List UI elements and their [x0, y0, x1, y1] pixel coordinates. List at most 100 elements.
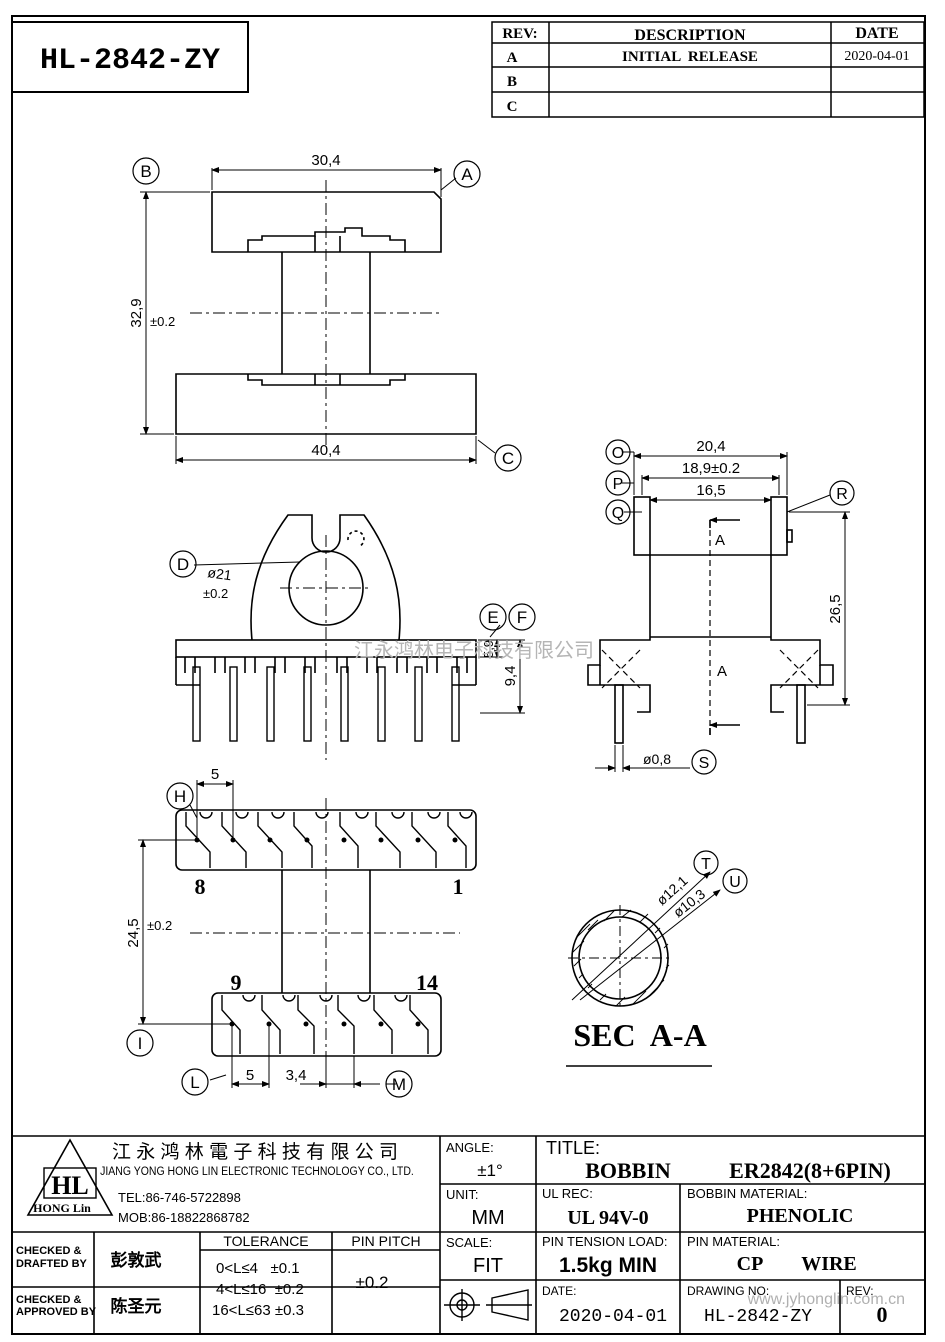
section-mark-a-top: A [715, 532, 725, 549]
rev-header: REV: [502, 26, 537, 42]
callout-e: E [479, 603, 507, 631]
bottom-dim-3-4: 3,4 [286, 1067, 307, 1084]
svg-text:M: M [392, 1075, 406, 1094]
section-a-a [566, 871, 721, 1067]
callout-r: R [829, 480, 855, 506]
approved-by: 陈圣元 [111, 1296, 162, 1316]
pin-number-1: 1 [453, 874, 464, 899]
bottom-view-slots-top [185, 811, 473, 868]
unit-value: MM [471, 1207, 504, 1229]
svg-text:F: F [517, 608, 527, 627]
ul-rec-value: UL 94V-0 [567, 1207, 648, 1229]
callout-q: Q [605, 499, 631, 525]
checked-drafted-label-1: CHECKED & [16, 1245, 81, 1257]
svg-text:C: C [502, 449, 514, 468]
svg-text:O: O [612, 445, 624, 462]
date-value: 2020-04-01 [559, 1307, 667, 1327]
svg-text:HONG Lin: HONG Lin [33, 1201, 91, 1215]
svg-text:B: B [140, 162, 151, 181]
company-logo: HL HONG Lin [26, 1138, 114, 1216]
top-width-dim: 30,4 [311, 152, 340, 169]
bobbin-material-label: BOBBIN MATERIAL: [687, 1186, 807, 1201]
callout-p: P [605, 470, 631, 496]
rev-row-c: C [507, 99, 518, 115]
company-mob: MOB:86-18822868782 [118, 1210, 250, 1225]
company-tel: TEL:86-746-5722898 [118, 1190, 241, 1205]
watermark: 江永鸿林电子科技有限公司 [354, 639, 594, 662]
top-height-tol: ±0.2 [150, 314, 175, 329]
rev-row-a-date: 2020-04-01 [844, 49, 909, 64]
bottom-pitch-top: 5 [211, 766, 219, 783]
angle-label: ANGLE: [446, 1140, 494, 1155]
side-view-hidden [601, 520, 819, 735]
side-pin-dia: ø0,8 [643, 751, 671, 767]
callout-b: B [132, 157, 160, 185]
front-view-centerlines [280, 535, 372, 760]
svg-text:HL: HL [51, 1171, 89, 1200]
scale-value: FIT [473, 1255, 503, 1277]
pin-pitch-label: PIN PITCH [351, 1233, 420, 1249]
callout-m: M [385, 1070, 413, 1098]
svg-text:P: P [613, 476, 624, 493]
side-view-dimensions [595, 451, 850, 772]
drafted-by: 彭敦武 [111, 1250, 162, 1270]
rev-row-b: B [507, 74, 517, 90]
callout-s: S [691, 749, 717, 775]
callout-i: I [126, 1029, 154, 1057]
callout-c: C [494, 444, 522, 472]
callout-u: U [722, 868, 748, 894]
tolerance-label: TOLERANCE [223, 1233, 308, 1249]
rev-row-a-description: INITIAL RELEASE [622, 49, 758, 65]
pin-material-value-2: WIRE [801, 1253, 857, 1275]
svg-text:U: U [729, 874, 741, 891]
top-width-bottom-dim: 40,4 [311, 442, 340, 459]
section-title: SEC A-A [573, 1017, 706, 1053]
pin-number-8: 8 [195, 874, 206, 899]
date-label: DATE: [542, 1284, 576, 1298]
top-view-dimensions [140, 167, 496, 464]
svg-text:R: R [836, 486, 848, 503]
pin-tension-label: PIN TENSION LOAD: [542, 1234, 667, 1249]
svg-text:E: E [487, 608, 498, 627]
top-height-dim: 32,9 [128, 298, 145, 327]
front-dim-9-4: 9,4 [502, 666, 519, 687]
pin-number-9: 9 [231, 970, 242, 995]
pin-tension-value: 1.5kg MIN [559, 1254, 657, 1277]
checked-approved-label-1: CHECKED & [16, 1294, 81, 1306]
checked-approved-label-2: APPROVED BY [16, 1306, 97, 1318]
side-dim-20-4: 20,4 [696, 438, 725, 455]
callout-h: H [166, 782, 194, 810]
bottom-view-dimensions [138, 780, 396, 1088]
front-view-dimensions [193, 561, 525, 714]
bottom-view-pin-dots-top [194, 837, 458, 843]
front-hole-tol: ±0.2 [203, 586, 228, 601]
ul-rec-label: UL REC: [542, 1186, 593, 1201]
pin-pitch-value: ±0.2 [356, 1273, 389, 1292]
title-part-2: ER2842(8+6PIN) [729, 1158, 891, 1183]
top-view-centerlines [190, 180, 440, 446]
callout-o: O [605, 439, 631, 465]
svg-text:I: I [138, 1034, 143, 1053]
description-header: DESCRIPTION [634, 27, 746, 44]
drawing-no-value: HL-2842-ZY [704, 1307, 812, 1327]
projection-symbol-icon [444, 1289, 532, 1321]
callout-l: L [181, 1068, 209, 1096]
bobbin-material-value: PHENOLIC [747, 1205, 854, 1227]
angle-value: ±1° [477, 1161, 503, 1180]
front-view-pins [192, 666, 460, 742]
bottom-view-pin-dots-bottom [229, 1021, 421, 1027]
svg-text:Q: Q [612, 505, 624, 522]
svg-text:L: L [190, 1073, 199, 1092]
callout-f: F [508, 603, 536, 631]
rev-row-a: A [507, 50, 518, 66]
svg-text:D: D [177, 555, 189, 574]
title-block-grid [12, 1135, 925, 1334]
front-hole-dia: ø21 [207, 564, 233, 583]
rev-value: 0 [877, 1302, 888, 1327]
pin-number-14: 14 [416, 970, 438, 995]
side-dim-16-5: 16,5 [696, 482, 725, 499]
bottom-pitch-bottom: 5 [246, 1067, 254, 1084]
side-dim-26-5: 26,5 [827, 594, 844, 623]
front-dim-5-9: 5,9 [481, 640, 496, 658]
